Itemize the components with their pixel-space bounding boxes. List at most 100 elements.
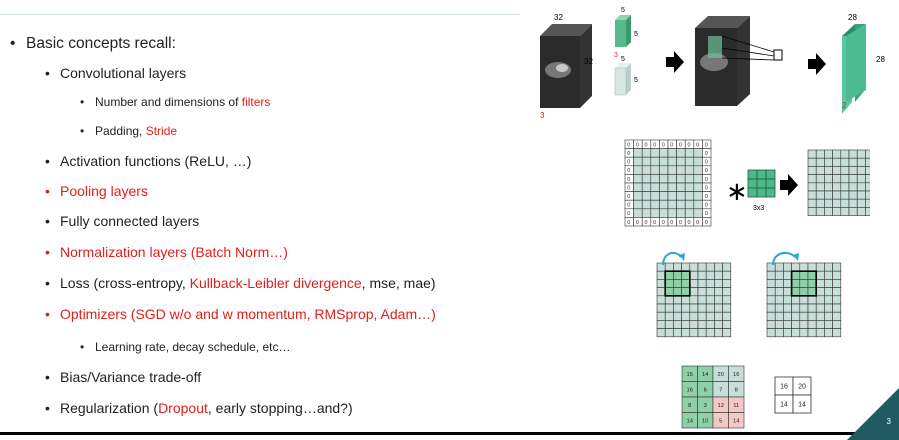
grid-cell: [633, 182, 643, 192]
grid-cell: [815, 198, 825, 208]
grid-cell: [656, 303, 666, 313]
grid-cell: [766, 295, 776, 305]
grid-cell: [722, 262, 732, 272]
grid-cell: [650, 165, 660, 175]
kernel-cell: [747, 169, 758, 180]
grid-cell: [676, 174, 686, 184]
kernel-3x3: [747, 169, 776, 198]
grid-cell: [641, 156, 652, 167]
grid-cell: [667, 165, 677, 175]
bullet-optimizers: • Optimizers (SGD w/o and w momentum, RM…: [45, 306, 436, 322]
grid-cell: [673, 270, 682, 280]
grid-cell: [697, 287, 707, 297]
grid-cell: [865, 157, 870, 167]
bullet-basic: • Basic concepts recall:: [10, 35, 176, 52]
pool-value: 8: [735, 387, 738, 393]
grid-cell: [815, 303, 825, 313]
grid-cell: [659, 199, 669, 210]
stride-window: [790, 270, 818, 297]
svg-text:5: 5: [634, 77, 638, 84]
grid-cell: [697, 328, 707, 338]
grid-cell: [659, 182, 669, 192]
grid-cell: [633, 148, 643, 158]
grid-cell: [697, 311, 707, 321]
bullet-loss: • Loss (cross-entropy, Kullback-Leibler …: [45, 275, 436, 291]
bullet-learning-rate: • Learning rate, decay schedule, etc…: [80, 340, 291, 354]
grid-cell: [650, 148, 660, 158]
grid-cell: [824, 198, 833, 208]
grid-cell: [799, 328, 809, 338]
grid-cell: [824, 295, 833, 305]
pool-cell: [728, 412, 745, 429]
grid-cell: [815, 149, 825, 159]
zero-pad-label: 0: [627, 194, 630, 200]
grid-cell: [650, 191, 660, 201]
grid-cell: [774, 303, 784, 313]
grid-cell: [856, 198, 866, 208]
zero-pad-label: 0: [705, 160, 708, 166]
pool-value: 6: [704, 387, 707, 393]
grid-cell: [650, 199, 660, 210]
grid-cell: [824, 262, 833, 272]
grid-cell: [807, 190, 817, 200]
grid-cell: [684, 182, 695, 192]
pool-value: 10: [702, 418, 708, 424]
zero-pad-label: 0: [627, 142, 630, 148]
grid-cell: [714, 287, 723, 297]
zero-pad-label: 0: [627, 211, 630, 217]
grid-cell: [840, 190, 850, 200]
bullet-conv: • Convolutional layers: [45, 65, 187, 81]
grid-cell: [824, 303, 833, 313]
grid-cell: [832, 303, 842, 313]
grid-cell: [832, 182, 842, 192]
grid-cell: [697, 320, 707, 329]
pool-out-value: 14: [780, 402, 788, 409]
zero-pad-label: 0: [662, 142, 665, 148]
grid-cell: [832, 279, 842, 288]
grid-cell: [693, 208, 703, 218]
grid-cell: [783, 320, 792, 329]
arrow-right-icon: [666, 51, 684, 73]
middle-volume: [695, 16, 783, 106]
grid-cell: [791, 287, 801, 297]
grid-cell: [848, 182, 858, 192]
grid-cell: [689, 328, 699, 338]
grid-cell: [681, 287, 691, 297]
grid-cell: [641, 191, 652, 201]
grid-cell: [824, 287, 833, 297]
grid-cell: [684, 174, 695, 184]
grid-cell: [641, 174, 652, 184]
grid-cell: [697, 262, 707, 272]
zero-pad-label: 0: [636, 142, 639, 148]
grid-cell: [807, 303, 817, 313]
grid-cell: [824, 149, 833, 159]
kernel-cell: [747, 187, 758, 198]
grid-cell: [799, 279, 809, 288]
stride-diagram: [656, 251, 842, 338]
grid-cell: [702, 217, 712, 227]
bullet-regularization: • Regularization (Dropout, early stoppin…: [45, 400, 353, 416]
grid-cell: [676, 199, 686, 210]
input-height-label: 32: [584, 57, 593, 66]
grid-cell: [766, 328, 776, 338]
grid-cell: [791, 311, 801, 321]
stride-arrow-icon: [772, 251, 796, 266]
grid-cell: [676, 156, 686, 167]
zero-pad-label: 0: [662, 220, 665, 226]
grid-cell: [865, 198, 870, 208]
zero-pad-label: 0: [627, 203, 630, 209]
grid-cell: [783, 279, 792, 288]
grid-cell: [807, 311, 817, 321]
bullet-activation: • Activation functions (ReLU, …): [45, 153, 252, 169]
grid-cell: [766, 320, 776, 329]
grid-cell: [824, 207, 833, 216]
grid-cell: [848, 174, 858, 184]
arrow-right-icon: [780, 174, 798, 196]
grid-cell: [832, 198, 842, 208]
grid-cell: [832, 166, 842, 175]
grid-cell: [832, 157, 842, 167]
grid-cell: [673, 287, 682, 297]
grid-cell: [693, 148, 703, 158]
